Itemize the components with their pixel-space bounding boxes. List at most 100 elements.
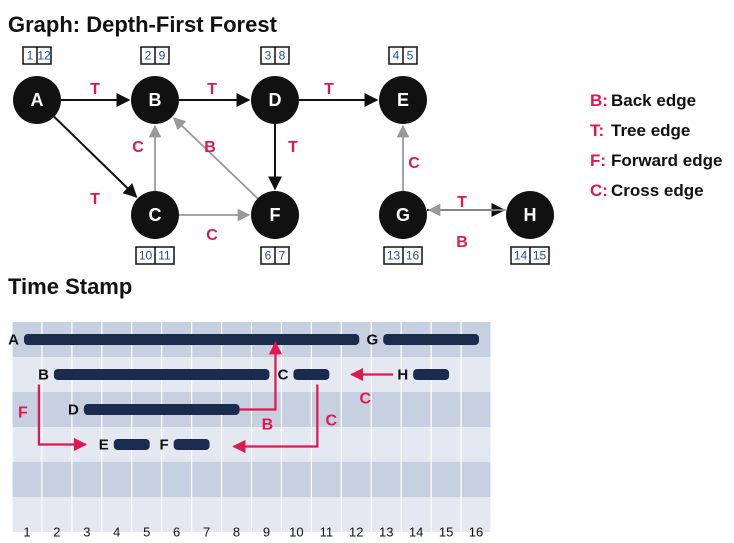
interval-label-h: H (397, 366, 408, 383)
discovery-time: 1 (27, 49, 34, 63)
tick-label: 4 (113, 524, 120, 539)
interval-bar-h (413, 369, 450, 380)
legend-item: C:Cross edge (590, 181, 704, 200)
tick-label: 16 (469, 524, 483, 539)
edge-label-d-f: T (288, 139, 298, 156)
tick-label: 2 (53, 524, 60, 539)
legend-text: Cross edge (611, 181, 704, 200)
edge-a-c (53, 116, 138, 198)
tick-label: 15 (439, 524, 453, 539)
node-label: B (149, 90, 162, 110)
tick-label: 12 (349, 524, 363, 539)
interval-label-d: D (68, 401, 79, 418)
legend-text: Back edge (611, 91, 696, 110)
timestamp-box: 14 15 (510, 246, 550, 265)
tick-label: 5 (143, 524, 150, 539)
timeline-grid (11, 322, 492, 532)
tick-label: 14 (409, 524, 423, 539)
edge-label-d-e: T (324, 81, 334, 98)
node-h: H 14 15 (506, 191, 554, 265)
edge-label-c-b: C (132, 139, 144, 156)
node-circle (379, 191, 427, 239)
discovery-time: 10 (139, 249, 153, 263)
legend-item: F: Forward edge (590, 151, 722, 170)
edge-label-h-g: B (456, 234, 468, 251)
legend-letter: T: (590, 121, 604, 140)
finish-time: 5 (407, 49, 414, 63)
discovery-time: 2 (145, 49, 152, 63)
edge-label-g-e: C (408, 155, 420, 172)
interval-bar-e (113, 439, 150, 450)
interval-bar-b (53, 369, 270, 380)
tick-label: 7 (203, 524, 210, 539)
node-circle (379, 76, 427, 124)
discovery-time: 4 (393, 49, 400, 63)
discovery-time: 3 (265, 49, 272, 63)
finish-time: 7 (279, 249, 286, 263)
interval-label-g: G (367, 331, 379, 348)
node-label: F (270, 205, 281, 225)
node-circle (131, 76, 179, 124)
node-circle (131, 191, 179, 239)
finish-time: 15 (533, 249, 547, 263)
finish-time: 9 (159, 49, 166, 63)
interval-bar-g (383, 334, 480, 345)
discovery-time: 13 (387, 249, 401, 263)
interval-bar-a (23, 334, 360, 345)
node-label: D (269, 90, 282, 110)
tick-label: 10 (289, 524, 303, 539)
tick-label: 8 (233, 524, 240, 539)
edge-label-a-c: T (90, 191, 100, 208)
tick-label: 9 (263, 524, 270, 539)
legend-item: T: Tree edge (590, 121, 690, 140)
legend-text: Tree edge (611, 121, 690, 140)
finish-time: 8 (279, 49, 286, 63)
tick-label: 11 (320, 524, 334, 539)
finish-time: 12 (37, 49, 51, 63)
tick-label: 13 (379, 524, 393, 539)
annotation-f-0 (37, 384, 88, 452)
discovery-time: 6 (265, 249, 272, 263)
edge-label-f-b: B (204, 139, 216, 156)
tick-label: 3 (83, 524, 90, 539)
node-circle (506, 191, 554, 239)
interval-bar-f (173, 439, 210, 450)
annotation-f-0-label: F (18, 405, 28, 422)
edge-label-c-f: C (206, 227, 218, 244)
discovery-time: 14 (514, 249, 528, 263)
interval-label-c: C (278, 366, 289, 383)
finish-time: 16 (406, 249, 420, 263)
annotation-c-2 (232, 384, 319, 454)
interval-label-f: F (159, 436, 168, 453)
legend-letter: B: (590, 91, 608, 110)
interval-label-a: A (8, 331, 19, 348)
annotation-b-1 (239, 341, 283, 411)
legend-letter: F: (590, 151, 606, 170)
node-label: A (31, 90, 44, 110)
graph-title: Graph: Depth-First Forest (8, 12, 278, 37)
edge-label-b-d: T (207, 81, 217, 98)
legend-text: Forward edge (611, 151, 722, 170)
interval-bar-c (293, 369, 330, 380)
node-label: H (524, 205, 537, 225)
annotation-c-2-label: C (326, 413, 338, 430)
node-circle (251, 191, 299, 239)
interval-label-e: E (99, 436, 109, 453)
annotation-c-3-label: C (359, 391, 371, 408)
